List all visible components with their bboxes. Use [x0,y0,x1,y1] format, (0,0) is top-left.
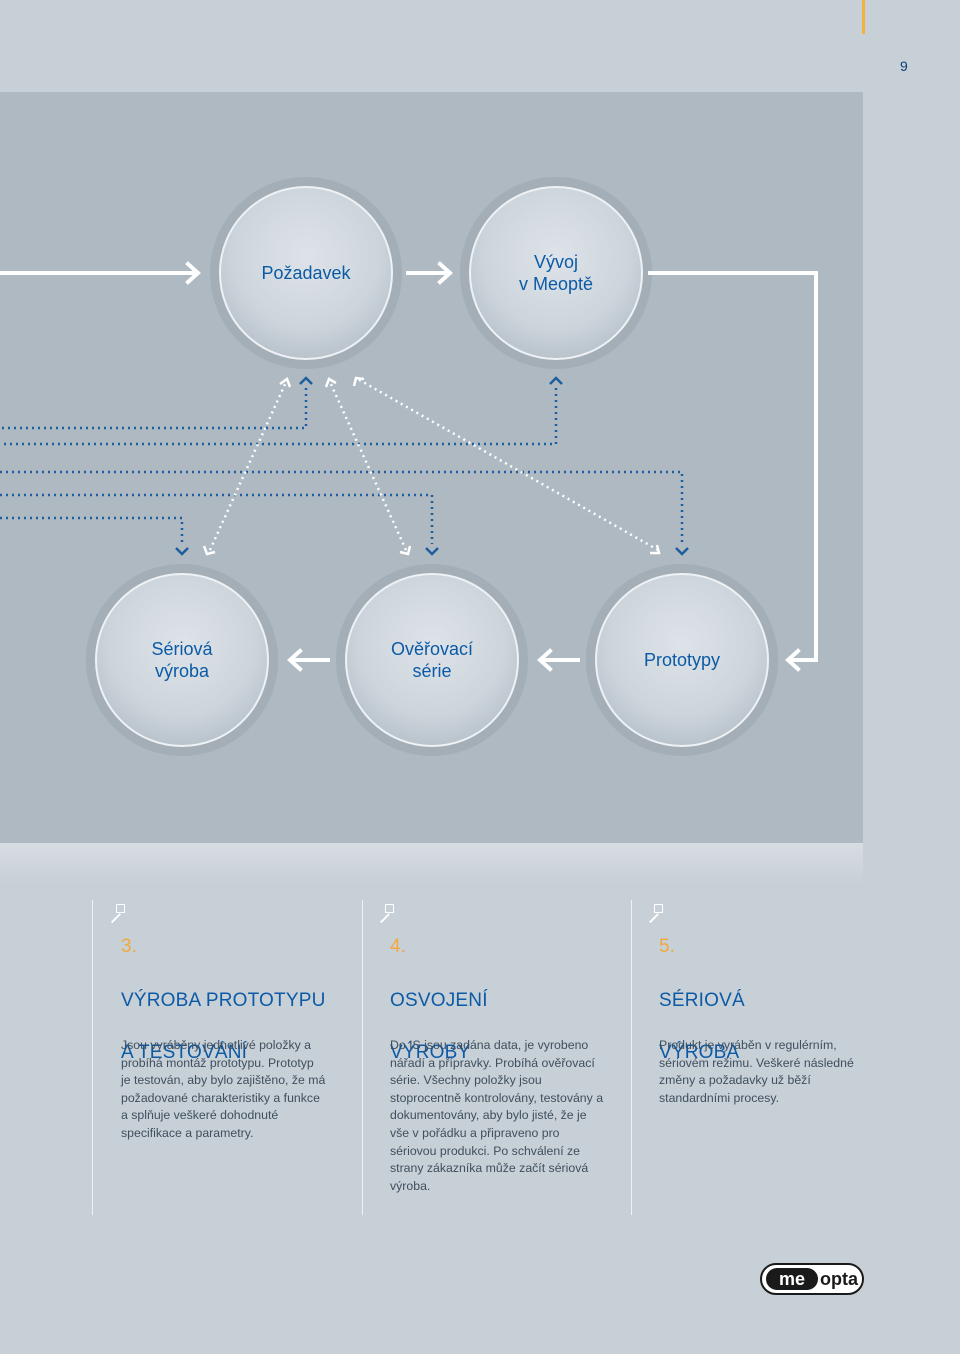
step-column-3: 3. VÝROBA PROTOTYPU A TESTOVÁNÍ Jsou vyr… [92,900,333,1215]
arrow-head-seriova-icon [287,648,303,672]
chevron-down-icon [425,547,439,556]
step-marker-line [648,913,659,923]
meopta-logo: me opta [760,1263,864,1295]
top-accent-bar [862,0,865,34]
arrow-head-icon [352,376,365,387]
step-marker-icon [654,904,663,913]
arrow-head-icon [399,545,412,556]
diagram-graphics [0,177,818,756]
arrow-head-overovaci-icon [537,648,553,672]
dotted-diagonal-pozadavek-to-overovaci [328,381,408,551]
step-marker-line [379,913,390,923]
arrow-head-icon [202,545,216,556]
arrow-head-icon [650,544,661,555]
step-description: Jsou vyráběny jednotlivé položky a probí… [121,1038,326,1140]
step-title-line2: VÝROBA [659,1042,740,1063]
step-description: Produkt je vyráběn v regulérním, sériové… [659,1038,854,1105]
arrow-head-icon [324,377,337,388]
chevron-up-icon [549,376,563,385]
divider-band [0,843,863,885]
dotted-blue-lines [0,388,684,544]
label-vyvoj-line1: Vývoj [533,252,578,272]
logo-text-me: me [779,1269,805,1289]
dotted-blue-heads [175,376,689,556]
label-seriova-line2: výroba [154,661,210,681]
dotted-line-to-pozadavek [0,388,308,430]
label-vyvoj: Vývoj v Meoptě [466,251,646,295]
node-seriova-vyroba [86,564,278,756]
dotted-diagonal-pozadavek-to-prototypy [355,376,659,552]
dotted-line-to-prototypy [0,470,684,544]
step-number: 4. [390,936,406,957]
solid-arrows [0,261,818,672]
dotted-line-to-seriova [0,516,184,544]
step-title-line2: VÝROBY [390,1042,471,1063]
dotted-white-heads [202,376,661,556]
node-pozadavek [210,177,402,369]
label-overovaci-line1: Ověřovací [390,639,474,659]
label-overovaci-line2: série [412,661,452,681]
step-marker-icon [116,904,125,913]
arrow-head-icon [279,377,292,388]
step-column-5: 5. SÉRIOVÁ VÝROBA Produkt je vyráběn v r… [631,900,872,1215]
dotted-line-to-overovaci [0,493,434,544]
node-overovaci-serie [336,564,528,756]
label-seriova-vyroba: Sériová výroba [92,638,272,682]
step-description: Do IS jsou zadána data, je vyrobeno nářa… [390,1038,604,1193]
step-title: SÉRIOVÁ VÝROBA [659,962,745,1092]
step-number: 5. [659,936,675,957]
step-title-line2: A TESTOVÁNÍ [121,1042,248,1063]
step-title: VÝROBA PROTOTYPU A TESTOVÁNÍ [121,962,326,1092]
dotted-line-to-vyvoj [0,388,558,446]
label-overovaci-serie: Ověřovací série [342,638,522,682]
chevron-up-icon [299,376,313,385]
step-title-line1: VÝROBA PROTOTYPU [121,990,326,1011]
arrow-head-pozadavek-icon [185,261,201,285]
node-prototypy [586,564,778,756]
step-column-4: 4. OSVOJENÍ VÝROBY Do IS jsou zadána dat… [362,900,603,1215]
chevron-down-icon [175,547,189,556]
step-title-line1: OSVOJENÍ [390,990,488,1011]
label-prototypy: Prototypy [643,650,721,670]
logo-text-opta: opta [820,1269,859,1289]
dotted-white-lines [208,376,659,552]
node-vyvoj [460,177,652,369]
label-vyvoj-line2: v Meoptě [518,274,594,294]
chevron-down-icon [675,547,689,556]
dotted-diagonal-seriova-to-pozadavek [208,381,288,551]
arrow-head-prototypy-icon [785,648,801,672]
process-diagram: Požadavek Vývoj v Meoptě Sériová výroba … [0,92,863,844]
step-title-line1: SÉRIOVÁ [659,990,745,1011]
step-number: 3. [121,936,137,957]
step-marker-icon [385,904,394,913]
label-seriova-line1: Sériová [151,639,213,659]
step-marker-line [110,913,121,923]
arrow-head-vyvoj-icon [437,261,453,285]
arrow-vyvoj-to-prototypy [648,271,818,662]
label-pozadavek: Požadavek [261,263,351,283]
step-title: OSVOJENÍ VÝROBY [390,962,488,1092]
page-number: 9 [900,58,908,74]
